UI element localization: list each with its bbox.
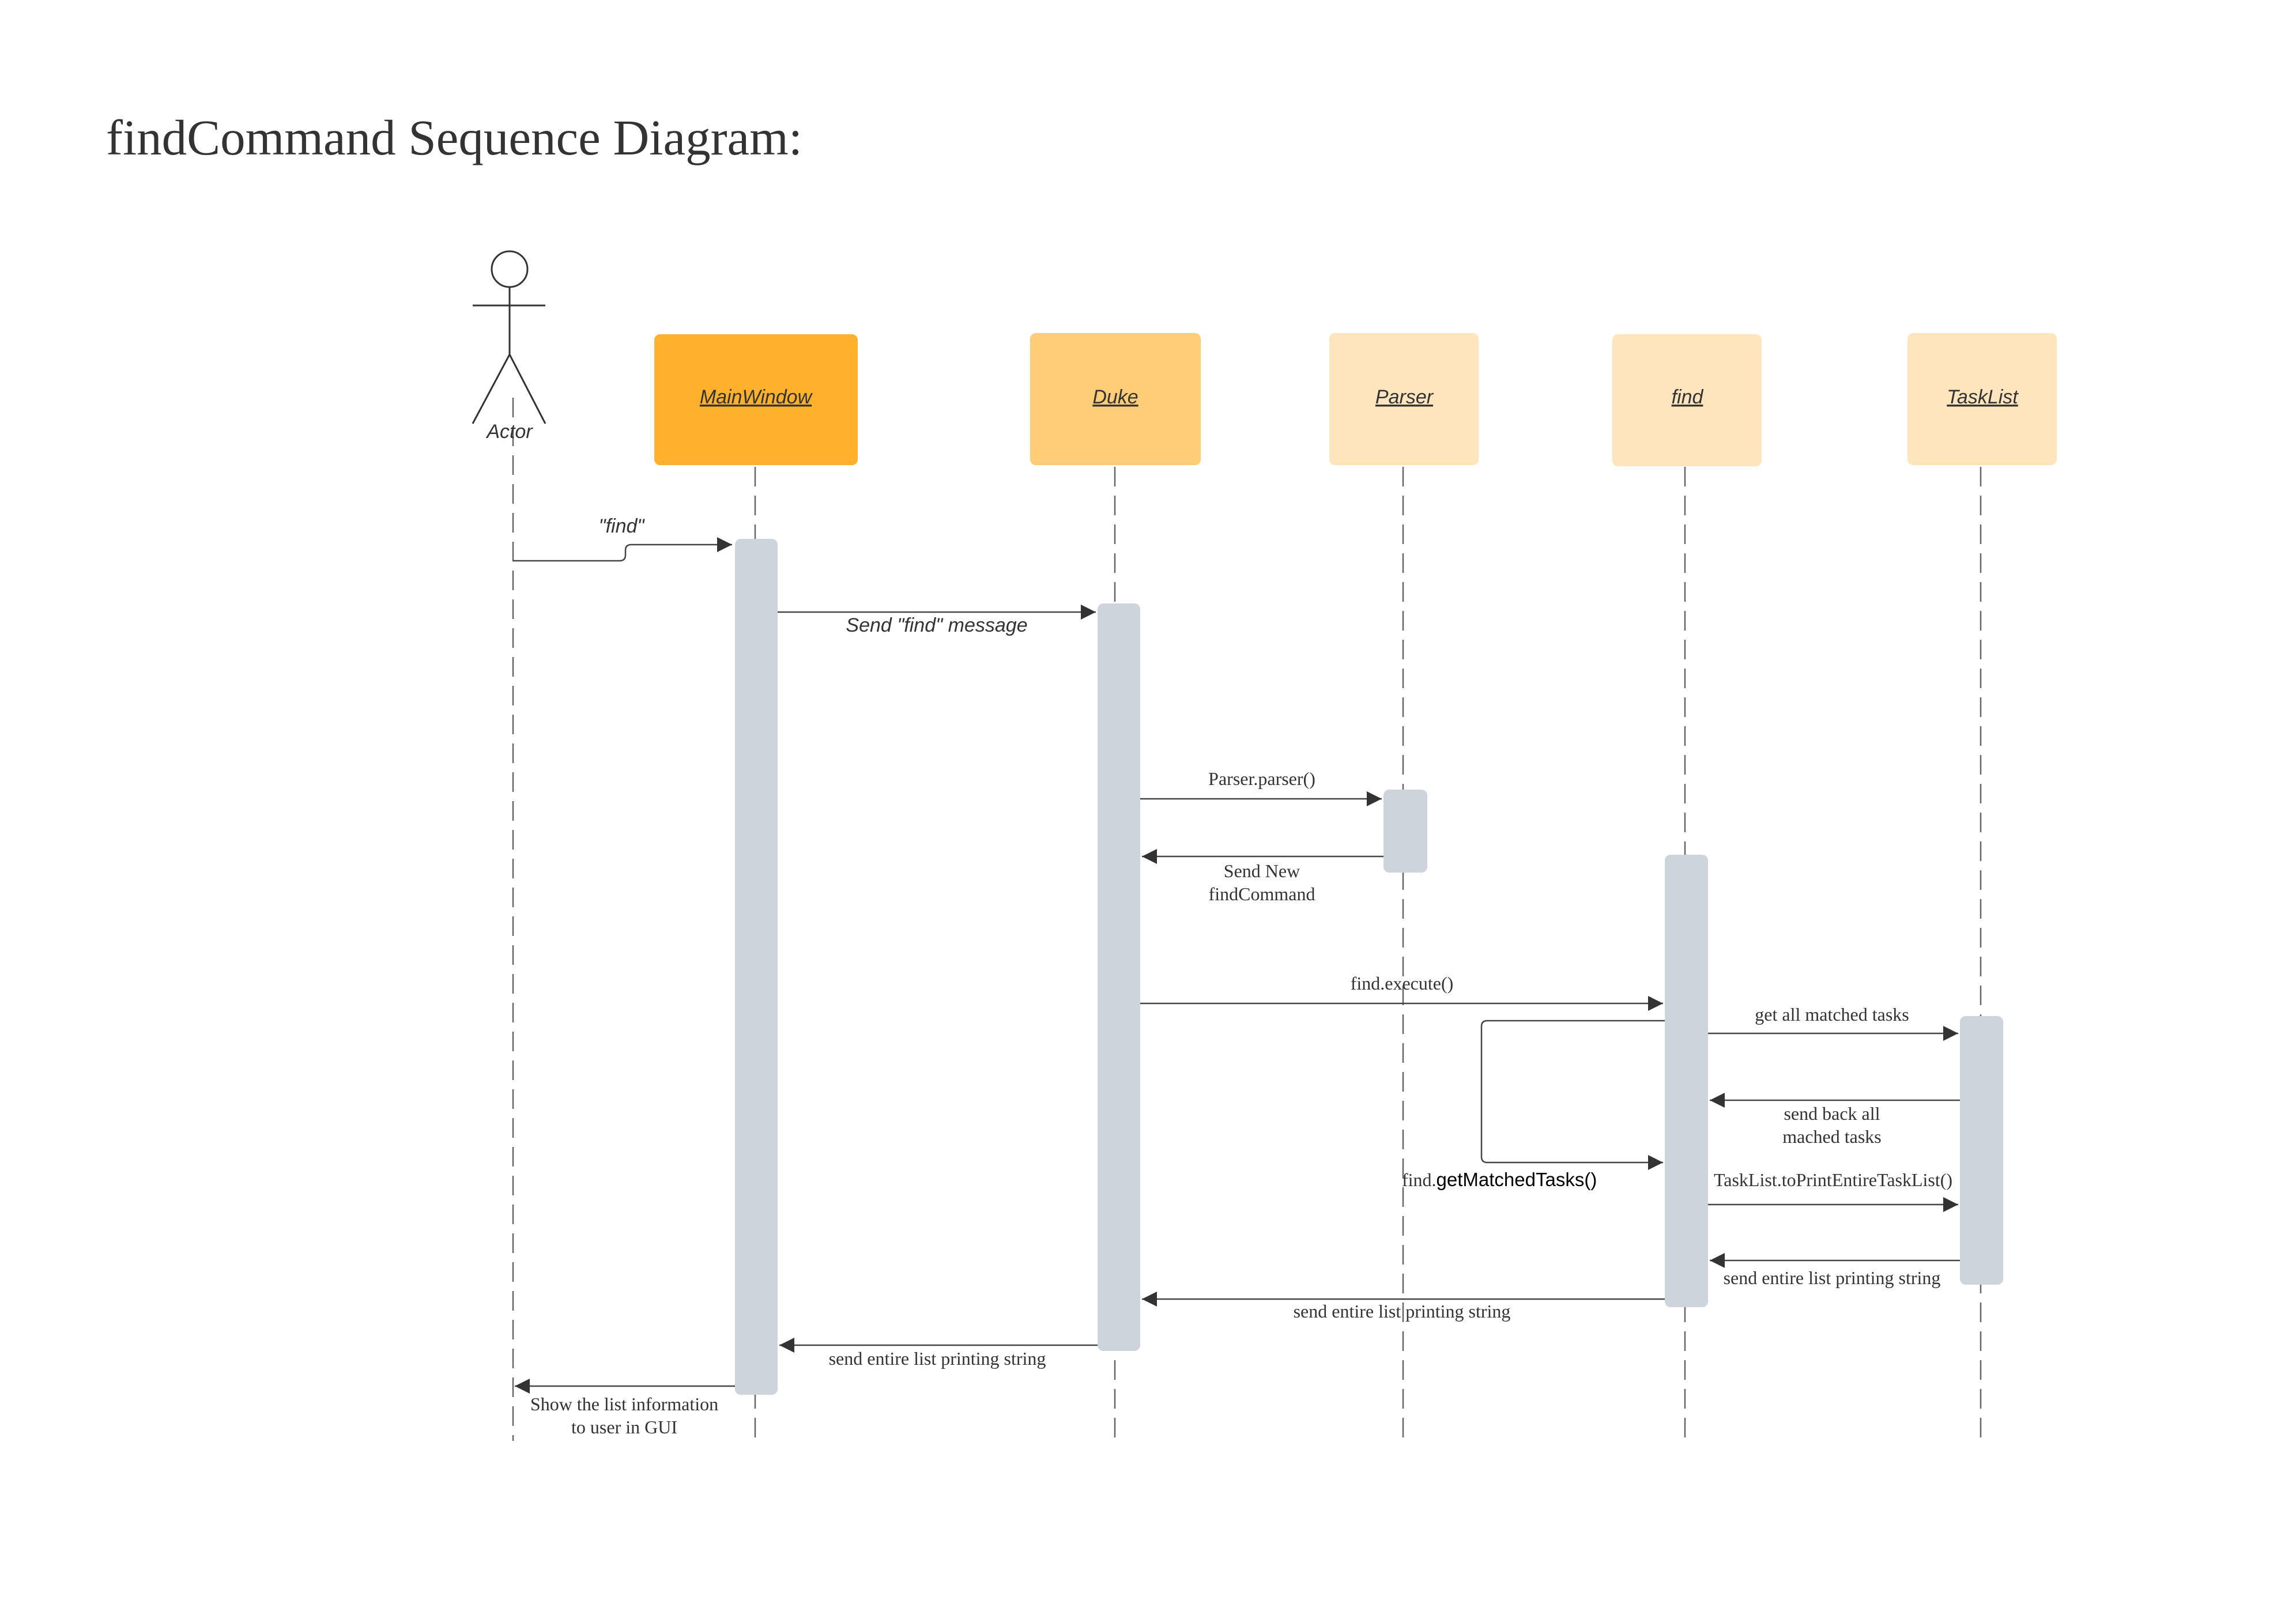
participant-parser-box: [1329, 333, 1479, 465]
participant-duke-label: Duke: [1092, 386, 1138, 408]
message-send-back-label-line2: mached tasks: [1782, 1126, 1882, 1147]
participant-parser[interactable]: Parser: [1329, 333, 1479, 465]
message-parser-call-label: Parser.parser(): [1208, 768, 1315, 789]
diagram-title: findCommand Sequence Diagram:: [106, 110, 802, 165]
participant-mainwindow[interactable]: MainWindow: [654, 334, 858, 465]
message-find-execute-label: find.execute(): [1351, 973, 1454, 994]
message-get-matched-prefix: find.: [1402, 1169, 1437, 1190]
message-to-print-label: TaskList.toPrintEntireTaskList(): [1714, 1169, 1952, 1190]
participant-duke-box: [1030, 333, 1201, 465]
message-find-input-arrow: [513, 537, 732, 562]
duke-activation: [1098, 603, 1140, 1351]
message-show-label-line2: to user in GUI: [571, 1417, 677, 1437]
actor-label: Actor: [485, 421, 533, 443]
message-get-matched-label: find.getMatchedTasks(): [1402, 1169, 1597, 1190]
participant-tasklist-box: [1907, 333, 2057, 465]
participant-parser-label: Parser: [1375, 386, 1434, 408]
participant-duke[interactable]: Duke: [1030, 333, 1201, 465]
participant-tasklist[interactable]: TaskList: [1907, 333, 2057, 465]
message-send-new-label-line2: findCommand: [1209, 884, 1315, 904]
participant-find-label: find: [1672, 386, 1704, 408]
participant-tasklist-label: TaskList: [1947, 386, 2019, 408]
message-send-find-label: Send "find" message: [846, 614, 1027, 636]
message-find-input-label: "find": [599, 515, 646, 537]
participant-mainwindow-box: [654, 334, 858, 465]
parser-activation: [1383, 790, 1427, 873]
message-get-matched-self-arrow: [1480, 1020, 1665, 1170]
actor-icon: [472, 250, 546, 424]
participant-find-box: [1612, 334, 1762, 466]
message-send-new-label-line1: Send New: [1224, 860, 1300, 881]
message-get-all-matched-label: get all matched tasks: [1755, 1004, 1909, 1025]
message-get-matched-method: getMatchedTasks(): [1437, 1169, 1597, 1190]
participant-mainwindow-label: MainWindow: [700, 386, 813, 408]
find-activation: [1665, 855, 1708, 1307]
message-show-label-line1: Show the list information: [530, 1394, 718, 1414]
participant-find[interactable]: find: [1612, 334, 1762, 466]
message-send-back-label-line1: send back all: [1784, 1103, 1880, 1124]
message-send-entire-duke-label: send entire list printing string: [829, 1348, 1046, 1369]
message-send-entire-tasklist-label: send entire list printing string: [1724, 1267, 1941, 1288]
mainwindow-activation: [735, 539, 778, 1395]
tasklist-activation: [1960, 1016, 2003, 1285]
message-send-entire-find-label: send entire list printing string: [1294, 1301, 1511, 1322]
